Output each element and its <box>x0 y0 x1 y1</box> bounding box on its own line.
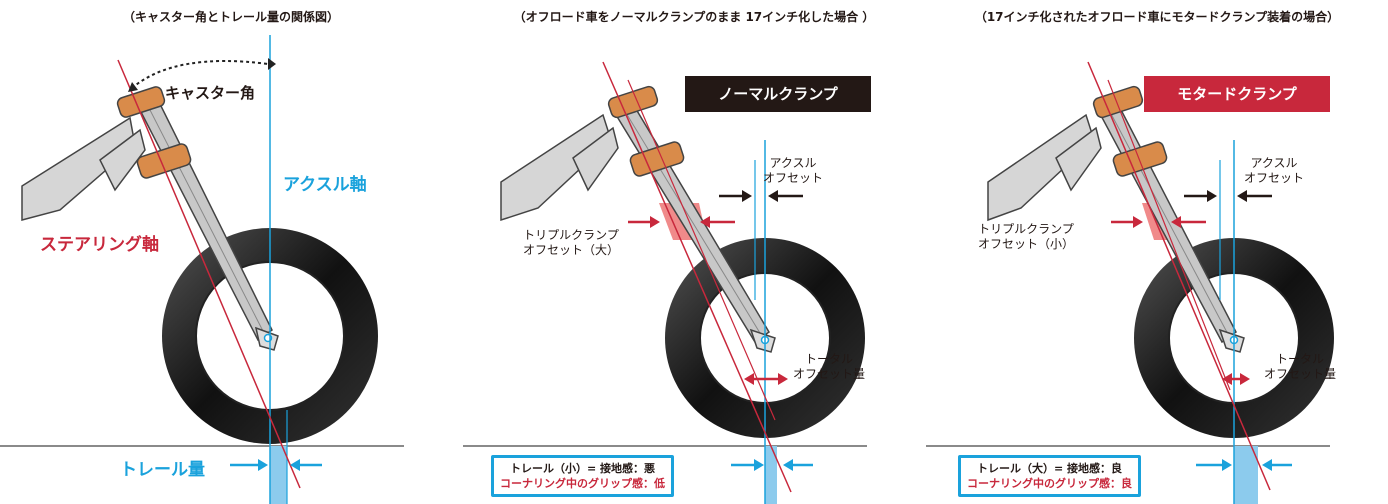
steering-axis-line <box>1087 61 1271 491</box>
axle-offset-label: アクスル オフセット <box>1244 156 1305 185</box>
top-clamp <box>607 85 659 119</box>
panel-motard-clamp: （17インチ化されたオフロード車にモタードクランプ装着の場合） モタードクランプ <box>926 0 1388 504</box>
steering-axis-label: ステアリング軸 <box>40 235 159 255</box>
panel-title: （オフロード車をノーマルクランプのまま 17インチ化した場合 ） <box>513 10 875 24</box>
panel-title: （17インチ化されたオフロード車にモタードクランプ装着の場合） <box>974 10 1340 24</box>
trail-amount-label: トレール量 <box>120 460 205 480</box>
panel-caster-trail-diagram: （キャスター角とトレール量の関係図） <box>0 0 462 504</box>
trail-summary-box: トレール（小）= 接地感：悪 コーナリング中のグリップ感：低 <box>491 455 674 497</box>
top-clamp <box>116 86 166 118</box>
triple-clamp-offset-label: トリプルクランプ オフセット（大） <box>523 228 620 257</box>
steering-axis-line <box>117 59 301 489</box>
panel-title: （キャスター角とトレール量の関係図） <box>122 10 339 24</box>
bottom-clamp <box>136 143 192 179</box>
steering-axis-line <box>602 61 792 493</box>
trail-bar <box>270 446 287 504</box>
axle-axis-label: アクスル軸 <box>283 175 367 195</box>
triple-clamp-offset-label: トリプルクランプ オフセット（小） <box>978 222 1075 251</box>
caster-angle-label: キャスター角 <box>165 84 256 102</box>
motorcycle-front-illustration <box>0 35 404 504</box>
trail-bar <box>765 446 777 504</box>
axle-offset-label: アクスル オフセット <box>763 156 824 185</box>
trail-bar <box>1234 446 1258 504</box>
total-offset-label: トータル オフセット量 <box>1264 352 1337 381</box>
top-clamp <box>1092 85 1144 119</box>
total-offset-label: トータル オフセット量 <box>793 352 866 381</box>
fender-shape <box>21 116 136 221</box>
normal-clamp-tag: ノーマルクランプ <box>685 76 871 112</box>
motorcycle-front-illustration <box>463 61 867 504</box>
trail-summary-box: トレール（大）= 接地感：良 コーナリング中のグリップ感：良 <box>958 455 1141 497</box>
panel-normal-clamp: （オフロード車をノーマルクランプのまま 17インチ化した場合 ） ノーマルクラン… <box>463 0 925 504</box>
motorcycle-front-illustration <box>926 61 1334 504</box>
caster-arc <box>131 60 269 89</box>
motard-clamp-tag: モタードクランプ <box>1144 76 1330 112</box>
bottom-clamp <box>629 141 685 177</box>
